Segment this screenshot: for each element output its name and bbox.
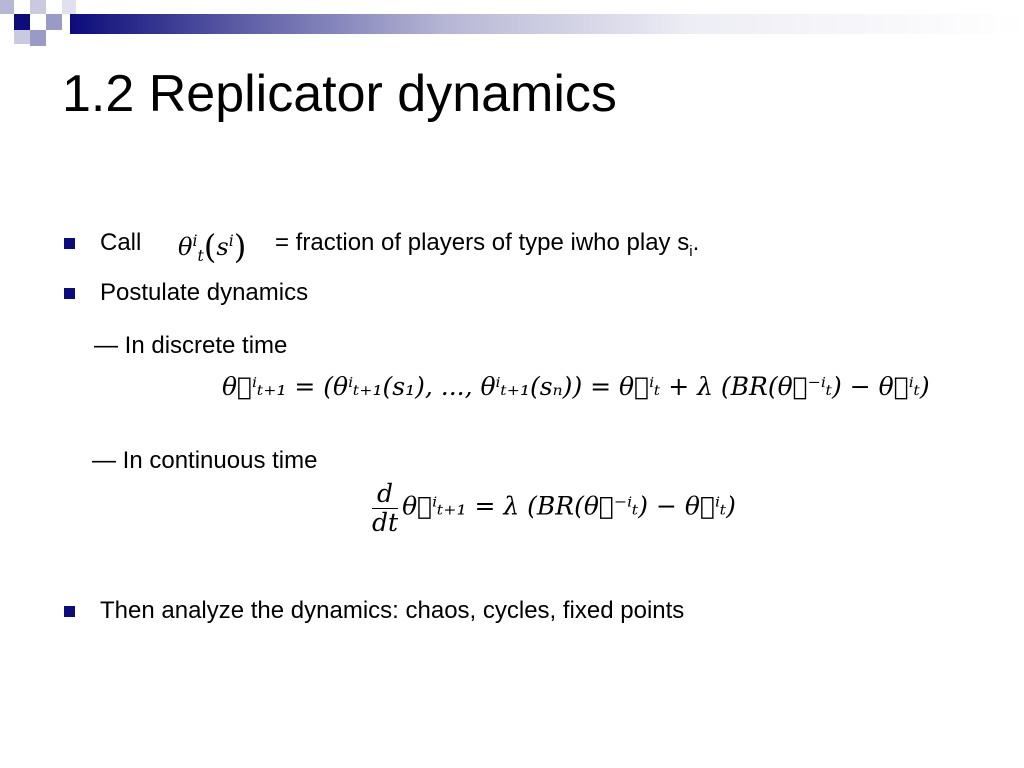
bullet-marker	[64, 238, 75, 249]
deco-square	[30, 30, 46, 46]
continuous-time-equation: d dt θ⃗ⁱₜ₊₁ = λ (BR(θ⃗⁻ⁱₜ) − θ⃗ⁱₜ)	[372, 479, 736, 537]
deco-square	[46, 14, 62, 30]
deco-square	[0, 0, 14, 14]
deco-square	[62, 0, 76, 14]
deco-square	[14, 14, 30, 30]
continuous-time-label: — In continuous time	[92, 447, 318, 474]
bullet-marker	[64, 606, 75, 617]
bullet-1-suffix: = fraction of players of type iwho play …	[275, 229, 700, 260]
slide-title: 1.2 Replicator dynamics	[62, 65, 617, 123]
header-decoration	[0, 0, 1024, 48]
deco-square	[30, 0, 46, 14]
bullet-1-formula: θit(si)	[178, 228, 247, 266]
deco-square	[14, 30, 30, 44]
bullet-1-prefix: Call	[100, 229, 142, 256]
discrete-time-equation: θ⃗ⁱₜ₊₁ = (θⁱₜ₊₁(s₁), ..., θⁱₜ₊₁(sₙ)) = θ…	[222, 372, 930, 401]
header-gradient-bar	[70, 14, 1024, 34]
bullet-3-text: Then analyze the dynamics: chaos, cycles…	[100, 597, 685, 624]
bullet-marker	[64, 288, 75, 299]
bullet-2-text: Postulate dynamics	[100, 279, 309, 306]
derivative-fraction: d dt	[372, 479, 399, 537]
discrete-time-label: — In discrete time	[94, 332, 288, 359]
